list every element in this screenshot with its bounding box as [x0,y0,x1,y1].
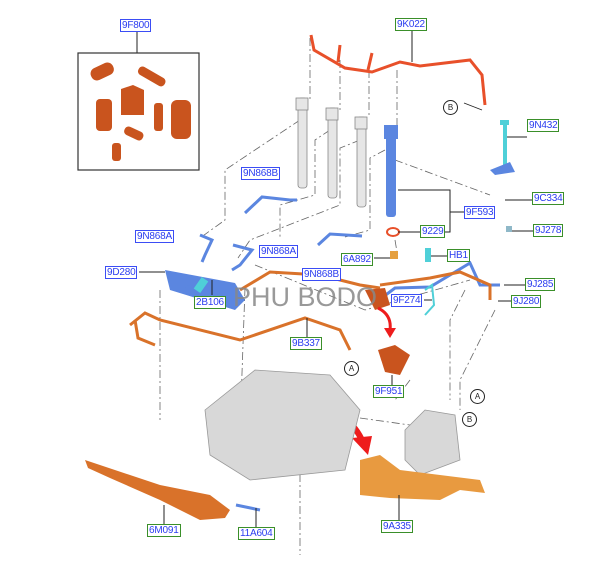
lower-parts [85,455,485,520]
part-label-6A892[interactable]: 6A892 [341,253,373,266]
part-label-9N432[interactable]: 9N432 [527,119,560,132]
injectors [295,97,368,208]
callout-a: A [470,389,485,404]
part-label-11A604[interactable]: 11A604 [238,527,275,540]
part-label-9J285[interactable]: 9J285 [525,278,556,291]
part-label-9229[interactable]: 9229 [420,225,446,238]
engine [204,369,461,481]
part-label-9J280[interactable]: 9J280 [511,295,542,308]
part-label-6M091[interactable]: 6M091 [147,524,181,537]
part-label-9N868B[interactable]: 9N868B [241,167,280,180]
part-label-9C334[interactable]: 9C334 [532,192,565,205]
part-label-HB1[interactable]: HB1 [447,249,470,262]
part-label-9J278[interactable]: 9J278 [533,224,564,237]
part-label-9N868A[interactable]: 9N868A [135,230,174,243]
injector-9F593 [384,125,400,259]
guide-lines [159,38,496,555]
part-label-9F951[interactable]: 9F951 [373,385,405,398]
callout-b: B [462,412,477,427]
part-label-9F593[interactable]: 9F593 [464,206,496,219]
valve-9F951 [378,345,410,375]
part-label-9N868A[interactable]: 9N868A [259,245,298,258]
seal-kit-box [77,31,200,171]
part-label-9B337[interactable]: 9B337 [290,337,322,350]
part-label-9D280[interactable]: 9D280 [105,266,138,279]
bolt-2B106 [193,276,209,294]
part-label-9F800[interactable]: 9F800 [120,19,152,32]
callout-b: B [443,100,458,115]
connector-part [365,288,390,310]
injector-harness [309,29,487,111]
callout-a: A [344,361,359,376]
bolt-9N432 [500,120,509,170]
part-label-2B106[interactable]: 2B106 [194,296,226,309]
part-label-9F274[interactable]: 9F274 [391,294,423,307]
bolt-HB1 [425,248,431,262]
clamp-9C334 [490,162,515,175]
part-label-9N868B[interactable]: 9N868B [302,268,341,281]
part-label-9A335[interactable]: 9A335 [381,520,413,533]
watermark: PHU BODO [233,282,378,312]
clip-9F274 [424,283,436,316]
fuel-hoses [129,270,492,351]
bolt-9J278 [506,226,512,232]
part-label-9K022[interactable]: 9K022 [395,18,427,31]
